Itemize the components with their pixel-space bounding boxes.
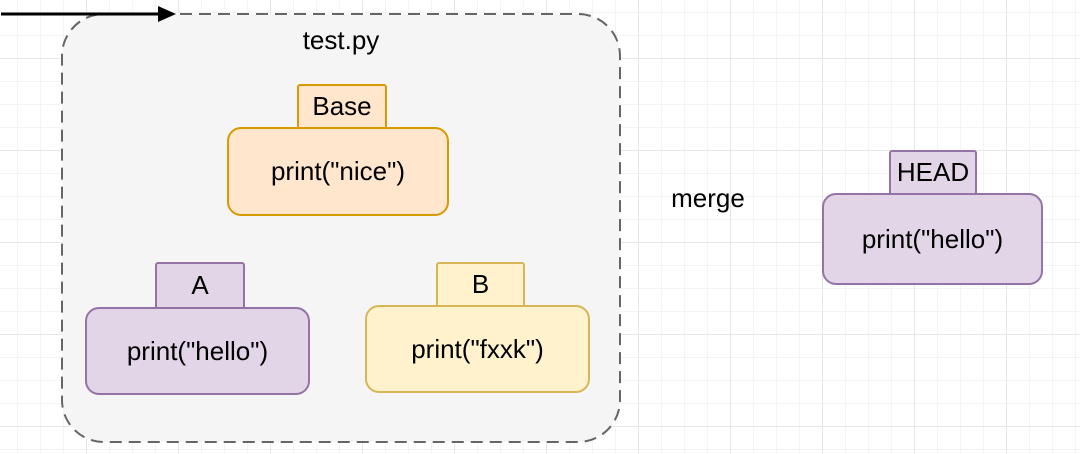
node-b-code: print("fxxk") bbox=[411, 333, 544, 364]
node-a-tab: A bbox=[155, 262, 245, 309]
node-b-tab: B bbox=[436, 262, 525, 307]
node-head-body: print("hello") bbox=[822, 193, 1043, 285]
node-a-code: print("hello") bbox=[126, 335, 269, 366]
merge-arrowhead-icon bbox=[158, 6, 176, 22]
node-base-tab: Base bbox=[297, 84, 387, 129]
merge-arrow bbox=[1, 6, 176, 22]
node-base-tab-label: Base bbox=[312, 91, 372, 121]
node-base-body: print("nice") bbox=[227, 127, 449, 216]
node-base-code: print("nice") bbox=[270, 156, 406, 186]
node-a-body: print("hello") bbox=[85, 307, 310, 395]
merge-arrow-label: merge bbox=[671, 183, 745, 213]
node-head-tab: HEAD bbox=[889, 150, 977, 195]
node-head-tab-label: HEAD bbox=[896, 157, 970, 187]
node-a-tab-label: A bbox=[191, 270, 209, 300]
testpy-container-label: test.py bbox=[302, 25, 380, 55]
node-head-code: print("hello") bbox=[861, 223, 1004, 254]
node-b-body: print("fxxk") bbox=[365, 305, 590, 393]
node-b-tab-label: B bbox=[471, 269, 490, 299]
